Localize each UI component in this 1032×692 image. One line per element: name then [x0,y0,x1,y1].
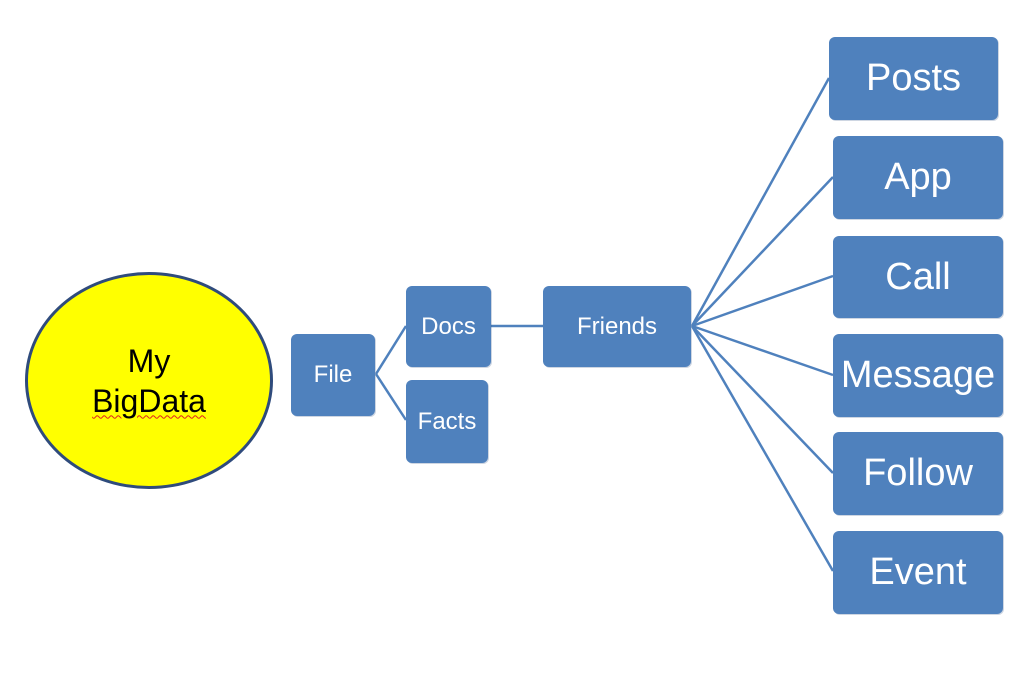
root-node-line1: My [127,342,171,379]
node-message: Message [833,334,1003,417]
node-docs: Docs [406,286,491,367]
connector-friends-call [691,274,834,328]
connector-friends-message [691,324,834,377]
node-facts: Facts [406,380,488,463]
connector-file-docs [374,325,408,375]
connector-friends-event [690,325,835,572]
node-app: App [833,136,1003,219]
node-friends: Friends [543,286,691,367]
connector-friends-posts [690,77,831,327]
node-posts: Posts [829,37,998,120]
node-event: Event [833,531,1003,614]
connector-file-facts [374,373,408,421]
node-call: Call [833,236,1003,318]
node-follow: Follow [833,432,1003,515]
root-node-line2: BigData [92,382,206,419]
connector-friends-app [691,176,834,327]
connector-friends-follow [691,325,834,474]
root-node-my-bigdata: My BigData [25,272,273,489]
node-file: File [291,334,375,416]
